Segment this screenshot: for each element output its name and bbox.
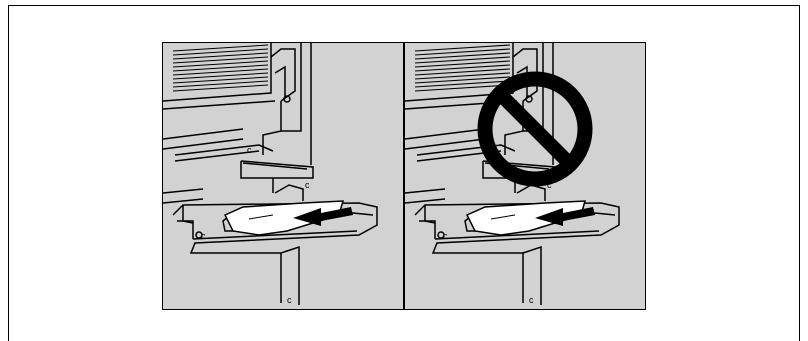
part-marking: c — [201, 231, 206, 241]
part-marking: c — [287, 295, 292, 305]
prohibition-icon — [485, 79, 585, 179]
part-marking: c — [529, 295, 534, 305]
part-marking: c — [247, 145, 252, 155]
part-marking: c — [443, 231, 448, 241]
printer-tray-drawing: c c c c — [405, 43, 645, 309]
correct-loading-panel: c c c c — [162, 42, 404, 310]
bypass-tray-illustration: c c c c c c c c — [162, 42, 646, 310]
part-marking: c — [305, 180, 310, 190]
incorrect-loading-panel: c c c c — [404, 42, 646, 310]
printer-tray-drawing: c c c c — [163, 43, 403, 309]
